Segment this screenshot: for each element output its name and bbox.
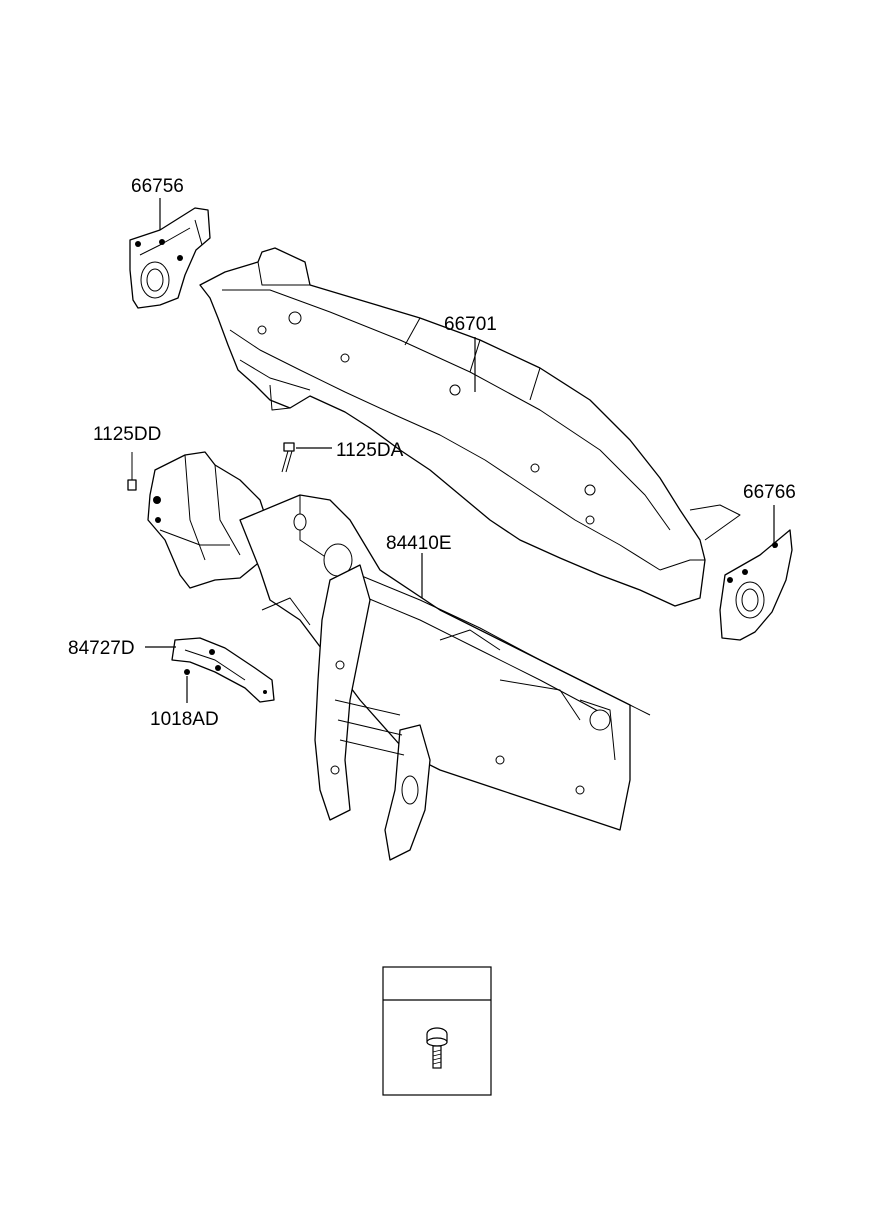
label-1018AD: 1018AD xyxy=(150,709,219,730)
part-1018AD-nut[interactable] xyxy=(184,669,190,675)
part-1125DD-bolt[interactable] xyxy=(127,452,137,491)
label-84410E: 84410E xyxy=(386,533,452,554)
part-66701-cowl-panel[interactable] xyxy=(199,247,741,607)
label-66766: 66766 xyxy=(743,482,796,503)
part-84727D-bracket[interactable] xyxy=(171,637,275,703)
label-84727D: 84727D xyxy=(68,638,135,659)
label-66756: 66756 xyxy=(131,176,184,197)
legend-box xyxy=(382,966,492,1096)
part-66766-bracket[interactable] xyxy=(719,529,793,641)
label-66701: 66701 xyxy=(444,314,497,335)
label-1125DD: 1125DD xyxy=(93,424,161,445)
bolt-icon xyxy=(426,1027,448,1069)
label-1125DA: 1125DA xyxy=(336,440,404,461)
part-1125DA-bolt[interactable] xyxy=(281,442,295,473)
part-66756-bracket[interactable] xyxy=(129,207,211,309)
part-84410E-crossmember[interactable] xyxy=(147,451,651,861)
